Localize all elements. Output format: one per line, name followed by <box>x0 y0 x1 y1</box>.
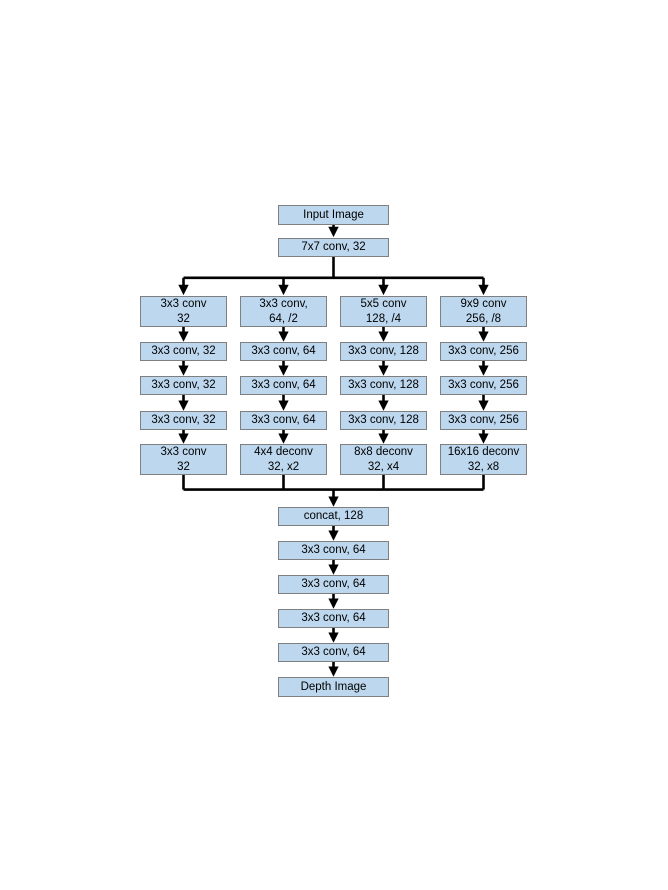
branch3-deconv: 8x8 deconv 32, x4 <box>340 444 427 475</box>
branch4-deconv: 16x16 deconv 32, x8 <box>440 444 527 475</box>
branch3-header: 5x5 conv 128, /4 <box>340 296 427 327</box>
node-trunk-conv-3: 3x3 conv, 64 <box>278 609 389 628</box>
branch2-header: 3x3 conv, 64, /2 <box>240 296 327 327</box>
node-conv-7x7: 7x7 conv, 32 <box>278 238 389 257</box>
branch1-header: 3x3 conv 32 <box>140 296 227 327</box>
branch1-output: 3x3 conv 32 <box>140 444 227 475</box>
node-trunk-conv-4: 3x3 conv, 64 <box>278 643 389 662</box>
branch3-conv-2: 3x3 conv, 128 <box>340 376 427 395</box>
branch2-conv-1: 3x3 conv, 64 <box>240 342 327 361</box>
node-trunk-conv-1: 3x3 conv, 64 <box>278 541 389 560</box>
branch1-conv-1: 3x3 conv, 32 <box>140 342 227 361</box>
branch4-conv-1: 3x3 conv, 256 <box>440 342 527 361</box>
branch3-conv-3: 3x3 conv, 128 <box>340 411 427 430</box>
branch4-conv-3: 3x3 conv, 256 <box>440 411 527 430</box>
branch1-conv-3: 3x3 conv, 32 <box>140 411 227 430</box>
branch3-conv-1: 3x3 conv, 128 <box>340 342 427 361</box>
branch1-conv-2: 3x3 conv, 32 <box>140 376 227 395</box>
branch2-deconv: 4x4 deconv 32, x2 <box>240 444 327 475</box>
branch4-header: 9x9 conv 256, /8 <box>440 296 527 327</box>
node-trunk-conv-2: 3x3 conv, 64 <box>278 575 389 594</box>
bran4-conv-2: 3x3 conv, 256 <box>440 376 527 395</box>
node-depth-image: Depth Image <box>278 677 389 697</box>
node-input-image: Input Image <box>278 205 389 225</box>
branch2-conv-3: 3x3 conv, 64 <box>240 411 327 430</box>
node-concat: concat, 128 <box>278 507 389 526</box>
branch2-conv-2: 3x3 conv, 64 <box>240 376 327 395</box>
